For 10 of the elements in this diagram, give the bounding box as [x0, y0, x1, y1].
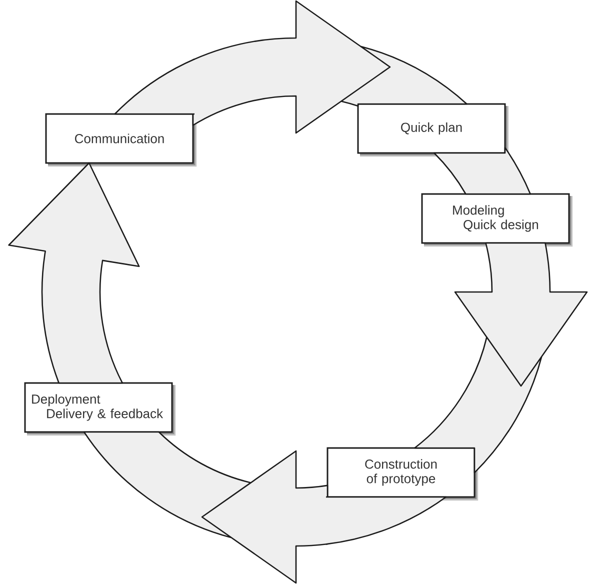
- process-box: Modeling Quick design: [421, 193, 573, 247]
- curved-arrow: [325, 242, 588, 545]
- curved-arrow: [192, 0, 468, 134]
- process-box: Construction of prototype: [326, 447, 478, 501]
- process-box: Quick plan: [357, 103, 509, 157]
- curved-arrow: [83, 431, 328, 584]
- curved-arrow: [8, 58, 196, 384]
- process-box: Deployment Delivery & feedback: [24, 382, 176, 436]
- process-box: Communication: [45, 113, 197, 167]
- curved-band: [434, 147, 531, 195]
